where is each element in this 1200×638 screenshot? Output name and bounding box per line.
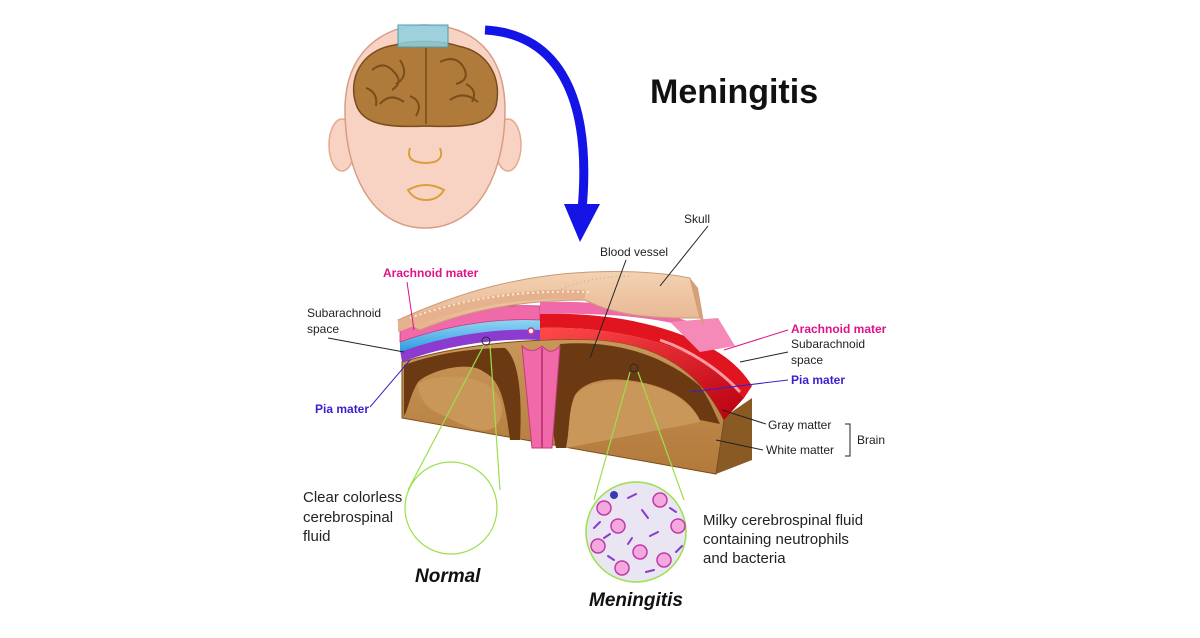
bacterium bbox=[675, 545, 683, 553]
label-pia-mater-right: Pia mater bbox=[791, 373, 846, 387]
zoom-line-meningitis-left bbox=[593, 371, 631, 501]
section-marker bbox=[397, 24, 449, 48]
bacterium bbox=[649, 531, 659, 537]
normal-heading: Normal bbox=[415, 566, 481, 587]
neutrophil bbox=[656, 552, 672, 568]
meningitis-csf-circle bbox=[585, 481, 687, 583]
meningitis-heading: Meningitis bbox=[589, 590, 683, 611]
bacterium bbox=[669, 507, 677, 513]
meningitis-caption-2: containing neutrophils bbox=[703, 531, 849, 548]
csf-normal bbox=[400, 317, 540, 352]
bacteria bbox=[593, 493, 683, 573]
bacterium bbox=[603, 533, 611, 539]
neutrophil bbox=[632, 544, 648, 560]
neutrophil bbox=[614, 560, 630, 576]
white-matter-right-lobe bbox=[566, 381, 700, 448]
leader-blood-vessel bbox=[589, 259, 627, 359]
skull-texture bbox=[409, 290, 591, 319]
label-subarachnoid-right-2: space bbox=[791, 353, 824, 367]
nose bbox=[408, 147, 443, 164]
bacterium bbox=[641, 509, 649, 519]
leader-white-matter bbox=[715, 439, 764, 451]
neutrophil bbox=[670, 518, 686, 534]
zoom-meningitis bbox=[585, 371, 687, 583]
normal-csf-circle bbox=[404, 461, 498, 555]
bacterium bbox=[593, 521, 601, 529]
dura-step-1 bbox=[540, 301, 720, 340]
leader-subarachnoid-right bbox=[739, 351, 789, 363]
leader-skull bbox=[659, 225, 709, 287]
label-subarachnoid-right-1: Subarachnoid bbox=[791, 337, 866, 351]
zoom-point-meningitis bbox=[629, 363, 639, 373]
neutrophils bbox=[590, 491, 686, 576]
zoom-line-normal-right bbox=[489, 344, 501, 491]
arrow-head bbox=[564, 204, 600, 242]
skull-edge bbox=[398, 289, 585, 332]
page-title: Meningitis bbox=[650, 73, 819, 111]
leader-gray-matter bbox=[721, 409, 767, 425]
inflamed-highlight bbox=[659, 338, 742, 394]
leader-arachnoid-left bbox=[406, 281, 415, 331]
label-arachnoid-mater-right: Arachnoid mater bbox=[791, 322, 887, 336]
neutrophil bbox=[590, 538, 606, 554]
label-subarachnoid-left-2: space bbox=[307, 322, 340, 336]
cross-section-block bbox=[396, 270, 752, 475]
label-brain: Brain bbox=[857, 433, 886, 447]
neutrophil bbox=[652, 492, 668, 508]
inflamed-arachnoid bbox=[540, 313, 752, 398]
skull-side bbox=[690, 278, 705, 328]
neutrophil bbox=[596, 500, 612, 516]
mouth bbox=[406, 184, 446, 202]
brain-folds bbox=[365, 58, 479, 117]
gray-matter-right bbox=[551, 343, 720, 448]
leader-arachnoid-right bbox=[723, 329, 789, 351]
zoom-line-normal-left bbox=[407, 344, 485, 491]
label-gray-matter: Gray matter bbox=[768, 418, 832, 432]
stained-cell bbox=[610, 491, 618, 499]
brain-bracket bbox=[845, 423, 851, 457]
meningitis-caption-1: Milky cerebrospinal fluid bbox=[703, 512, 864, 529]
bacterium bbox=[607, 555, 615, 561]
leader-pia-right bbox=[689, 379, 789, 393]
leader-pia-left bbox=[369, 359, 411, 408]
label-skull: Skull bbox=[684, 212, 711, 226]
dura-step-2 bbox=[670, 318, 735, 352]
label-arachnoid-mater-left: Arachnoid mater bbox=[383, 266, 479, 280]
label-pia-mater-left: Pia mater bbox=[315, 402, 370, 416]
arrow-shaft bbox=[484, 25, 589, 211]
pia-layer-left bbox=[400, 327, 540, 362]
skull-texture-2 bbox=[539, 275, 631, 301]
white-matter-left-lobe bbox=[418, 376, 502, 431]
label-blood-vessel: Blood vessel bbox=[600, 245, 669, 259]
normal-caption-2: cerebrospinal bbox=[303, 509, 394, 526]
zoom-line-meningitis-right bbox=[637, 371, 685, 501]
normal-caption-1: Clear colorless bbox=[303, 489, 403, 506]
vessel-marker bbox=[527, 327, 535, 335]
meningitis-caption-3: and bacteria bbox=[703, 550, 786, 567]
normal-caption-3: fluid bbox=[303, 528, 331, 545]
bacterium bbox=[627, 537, 633, 545]
neutrophil bbox=[610, 518, 626, 534]
head-illustration bbox=[328, 24, 522, 229]
bacterium bbox=[645, 569, 655, 573]
blue-arrow bbox=[484, 25, 600, 242]
leader-subarachnoid-left bbox=[327, 337, 405, 353]
zoom-point-normal bbox=[481, 336, 491, 346]
label-white-matter: White matter bbox=[766, 443, 835, 457]
label-subarachnoid-left-1: Subarachnoid bbox=[307, 306, 382, 320]
zoom-normal bbox=[404, 344, 501, 555]
bacterium bbox=[627, 493, 637, 499]
leader-lines bbox=[327, 225, 851, 457]
